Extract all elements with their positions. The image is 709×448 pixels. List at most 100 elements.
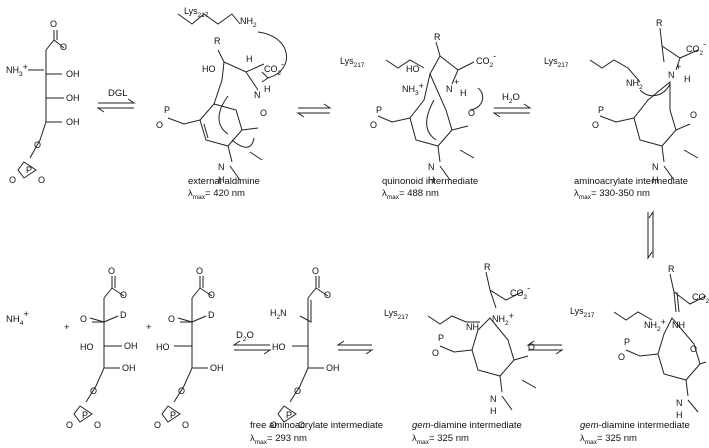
gem1-n-ring: N bbox=[490, 394, 497, 404]
substrate-molecule: O O NH3+ OH OH OH O P O O bbox=[6, 19, 80, 185]
kp1-oh1: OH bbox=[124, 341, 138, 351]
faa-h2n: H2N bbox=[270, 308, 287, 321]
quin-ho: HO bbox=[406, 64, 420, 74]
acryl-n-ring: N bbox=[652, 162, 659, 172]
quin-o: O bbox=[468, 108, 475, 118]
quin-nh3: NH3+ bbox=[402, 81, 424, 97]
quinonoid-molecule: R HO CO2- N + H O N H O P bbox=[370, 32, 496, 185]
gem2-lys: Lys217 bbox=[570, 306, 595, 319]
kp1-o: O bbox=[120, 290, 127, 300]
acryl-h-ring: H bbox=[652, 175, 659, 185]
substrate-o5: O bbox=[38, 175, 45, 185]
keto-product-2: O O O D HO OH O P O O bbox=[154, 266, 224, 430]
substrate-o4: O bbox=[9, 175, 16, 185]
quin-h: H bbox=[460, 88, 467, 98]
kp2-oh: OH bbox=[210, 363, 224, 373]
faa-o3: O bbox=[294, 386, 301, 396]
ald-p-o: O bbox=[156, 120, 163, 130]
kp1-o2: O bbox=[108, 266, 115, 276]
equilibrium-arrow-5 bbox=[526, 340, 564, 355]
kp2-o2: O bbox=[196, 266, 203, 276]
quin-n: N bbox=[446, 84, 453, 94]
equilibrium-arrow-dgl bbox=[96, 98, 136, 113]
kp1-p: P bbox=[82, 410, 88, 420]
plus-sign-2: + bbox=[146, 322, 152, 333]
gem1-nh2: NH2+ bbox=[492, 311, 514, 327]
gem1-h-ring: H bbox=[490, 406, 497, 416]
kp1-ho: HO bbox=[80, 342, 94, 352]
substrate-oh1: OH bbox=[66, 69, 80, 79]
gem2-n-ring: N bbox=[676, 398, 683, 408]
gem2-p: P bbox=[624, 337, 630, 347]
kp1-o6: O bbox=[94, 420, 101, 430]
free-aminoacrylate-molecule: O O H2N HO OH O P O O bbox=[270, 266, 340, 430]
kp2-p: P bbox=[170, 410, 176, 420]
gem-diamine-1-lambda: λmax= 325 nm bbox=[412, 433, 469, 446]
kp2-o: O bbox=[208, 290, 215, 300]
gem2-p-o: O bbox=[618, 352, 625, 362]
acryl-r: R bbox=[656, 18, 663, 28]
quinonoid-lambda: λmax= 488 nm bbox=[382, 188, 439, 201]
ald-lys: Lys217 bbox=[184, 6, 209, 19]
acryl-lys: Lys217 bbox=[544, 56, 569, 69]
quin-lys: Lys217 bbox=[340, 56, 365, 69]
acryl-p-o: O bbox=[592, 120, 599, 130]
gem1-p-o: O bbox=[432, 348, 439, 358]
ammonium: NH4+ bbox=[6, 309, 29, 327]
free-aminoacrylate-name: free aminoacrylate intermediate bbox=[250, 420, 383, 431]
aminoacrylate-molecule: R CO2- N + H O N H O P bbox=[589, 18, 706, 185]
substrate-o2: O bbox=[50, 19, 57, 29]
quin-p: P bbox=[376, 105, 382, 115]
water-label: H2O bbox=[502, 92, 520, 105]
equilibrium-arrow-2 bbox=[296, 103, 332, 118]
kp2-d: D bbox=[208, 310, 215, 320]
acryl-nh2: NH2 bbox=[626, 78, 643, 91]
substrate-oh3: OH bbox=[66, 117, 80, 127]
gem2-nh2: NH2+ bbox=[644, 317, 666, 333]
kp2-o3: O bbox=[168, 314, 175, 324]
gem2-o: O bbox=[690, 344, 697, 354]
quin-co2: CO2- bbox=[476, 51, 496, 69]
ald-o: O bbox=[260, 108, 267, 118]
ald-nh2: NH2 bbox=[240, 16, 257, 29]
substrate-p: P bbox=[26, 165, 32, 175]
d2o-label: D2O bbox=[236, 330, 254, 343]
gem-diamine-2-lambda: λmax= 325 nm bbox=[580, 433, 637, 446]
external-aldimine-molecule: R HO H CO2- N H O N H O P bbox=[156, 13, 287, 185]
keto-product-1: O O O D OH HO OH O P O O bbox=[66, 266, 138, 430]
gem2-nh: NH bbox=[672, 320, 685, 330]
faa-o2: O bbox=[312, 266, 319, 276]
acryl-o: O bbox=[690, 110, 697, 120]
quinonoid-name: quinonoid intermediate bbox=[382, 176, 478, 187]
kp1-o3: O bbox=[80, 314, 87, 324]
plus-sign-1: + bbox=[64, 322, 70, 333]
equilibrium-arrow-water bbox=[492, 103, 532, 118]
gem1-lys: Lys217 bbox=[384, 308, 409, 321]
kp1-oh2: OH bbox=[122, 363, 136, 373]
acryl-h: H bbox=[684, 74, 691, 84]
kp1-d: D bbox=[120, 310, 127, 320]
quin-r: R bbox=[434, 32, 441, 42]
substrate-o: O bbox=[60, 42, 67, 52]
acryl-co2: CO2- bbox=[686, 39, 706, 57]
free-aminoacrylate-lambda: λmax= 293 nm bbox=[250, 433, 307, 446]
equilibrium-arrow-d2o bbox=[232, 340, 272, 355]
enzyme-label: DGL bbox=[108, 88, 128, 99]
gem1-o: O bbox=[528, 342, 535, 352]
faa-o: O bbox=[324, 290, 331, 300]
ald-ho: HO bbox=[202, 64, 216, 74]
ald-n-ring: N bbox=[218, 162, 225, 172]
aminoacrylate-lambda: λmax= 330-350 nm bbox=[574, 188, 650, 201]
gem1-r: R bbox=[484, 262, 491, 272]
external-aldimine-lambda: λmax= 420 nm bbox=[188, 188, 245, 201]
aminoacrylate-name: aminoacrylate intermediate bbox=[574, 176, 688, 187]
external-aldimine-name: external aldimine bbox=[188, 176, 260, 187]
gem1-nh: NH bbox=[466, 322, 479, 332]
gem2-co2: CO2- bbox=[692, 287, 709, 305]
substrate-oh2: OH bbox=[66, 93, 80, 103]
kp1-o4: O bbox=[90, 386, 97, 396]
substrate-nh3: NH3+ bbox=[6, 62, 28, 78]
gem-diamine-1-molecule: R CO2- NH2+ NH O N H O P bbox=[427, 262, 537, 416]
faa-oh: OH bbox=[326, 363, 340, 373]
gem-diamine-2-molecule: R CO2- NH O N H O P bbox=[613, 264, 709, 420]
